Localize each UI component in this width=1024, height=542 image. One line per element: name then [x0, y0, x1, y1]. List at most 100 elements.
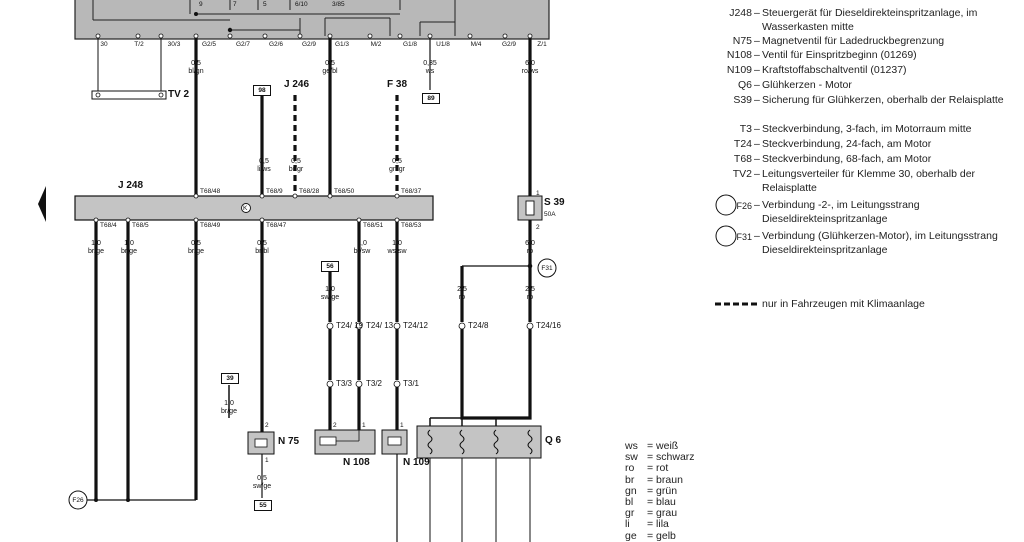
ac-note: nur in Fahrzeugen mit Klimaanlage — [762, 298, 925, 310]
k-symbol: K — [243, 205, 248, 212]
wire-color: ro/ws — [521, 68, 539, 75]
j246-label: J 246 — [284, 79, 310, 90]
legend-dash: – — [754, 230, 760, 242]
j248-pin: T68/51 — [363, 222, 384, 229]
legend: J248 – Steuergerät für Dieseldirekteinsp… — [700, 6, 1024, 276]
wire-color: br/sw — [353, 248, 371, 255]
legend-code: N109 — [726, 64, 752, 76]
pin-label: M/4 — [470, 41, 482, 48]
pin-label: G2/9 — [501, 41, 517, 48]
legend-desc: Magnetventil für Ladedruckbegrenzung — [762, 35, 945, 47]
f38-label: F 38 — [387, 79, 408, 90]
wire-color: ro — [526, 248, 534, 255]
legend-code: J248 — [729, 7, 752, 19]
s39-rating: 50A — [544, 211, 556, 218]
ref-box: 98 — [253, 85, 271, 96]
connector-label: T24/16 — [536, 321, 561, 330]
wire-size: 1,0 — [124, 240, 134, 247]
wire-color: gn/gr — [389, 166, 405, 173]
pin-number: 1 — [400, 422, 404, 429]
wire-size: 0,5 — [257, 475, 267, 482]
wire-color: ws — [425, 68, 435, 75]
wire-color: ro — [526, 294, 534, 301]
wire-color: br/ge — [88, 248, 104, 255]
n109-label: N 109 — [403, 457, 430, 468]
color-code-item: ge= gelb — [625, 529, 676, 542]
legend-code: T3 — [739, 123, 752, 135]
pin-label: 30/3 — [167, 41, 181, 48]
wire-size: 1,0 — [392, 240, 402, 247]
color-code-list: ws= weiß sw= schwarz ro= rot br= braun g… — [625, 440, 695, 542]
relay-label: 7 — [233, 1, 237, 8]
legend-dash: – — [754, 79, 760, 91]
j248-pin: T68/28 — [299, 188, 320, 195]
connector-label: T24/ 13 — [366, 321, 394, 330]
j248-pin: T68/5 — [132, 222, 149, 229]
legend-desc: Verbindung -2-, im Leitungsstrang Diesel… — [762, 199, 920, 225]
color-code-item: ws= weiß — [625, 440, 679, 452]
j248-pin: T68/48 — [200, 188, 221, 195]
color-code-item: br= braun — [625, 473, 683, 486]
wire-size: 1,0 — [91, 240, 101, 247]
legend-dash: – — [754, 199, 760, 211]
j248-pin: T68/50 — [334, 188, 355, 195]
connector-label: T3/3 — [336, 379, 353, 388]
ref-box: 39 — [221, 373, 239, 384]
wire-size: 1,0 — [357, 240, 367, 247]
ref-box: 55 — [254, 500, 272, 511]
pin-label: G2/6 — [268, 41, 284, 48]
legend-dash: – — [754, 49, 760, 61]
legend-code: F26 — [736, 201, 752, 211]
s39-label: S 39 — [544, 197, 565, 208]
color-code-item: gr= grau — [625, 507, 678, 520]
wire-size: 0,35 — [423, 60, 437, 67]
legend-desc: Glühkerzen - Motor — [762, 79, 852, 91]
j248-pin: T68/47 — [266, 222, 287, 229]
wire-color: bl/gn — [188, 68, 204, 75]
legend-dash: – — [754, 7, 760, 19]
wire-size: 6,0 — [525, 60, 535, 67]
connector-label: T3/2 — [366, 379, 383, 388]
legend-dash: – — [754, 64, 760, 76]
legend-dash: – — [754, 123, 760, 135]
pin-number: 2 — [536, 224, 540, 231]
legend-desc: Leitungsverteiler für Klemme 30, oberhal… — [762, 168, 976, 194]
wire-color: br/bl — [255, 248, 269, 255]
q6-label: Q 6 — [545, 435, 562, 446]
n108-label: N 108 — [343, 457, 370, 468]
connector-label: T24/12 — [403, 321, 428, 330]
f31-label: F31 — [541, 265, 553, 272]
pin-label: G2/7 — [235, 41, 251, 48]
legend-desc: Sicherung für Glühkerzen, oberhalb der R… — [762, 94, 1004, 106]
j248-pin: T68/9 — [266, 188, 283, 195]
j248-label: J 248 — [118, 180, 144, 191]
wire-size: 0,5 — [392, 158, 402, 165]
pin-label: 30 — [100, 41, 108, 48]
legend-code: N75 — [732, 35, 752, 47]
wire-size: 6,0 — [525, 240, 535, 247]
pin-label: G1/3 — [334, 41, 350, 48]
pin-number: 1 — [536, 190, 540, 197]
pin-label: T/2 — [134, 41, 144, 48]
wire-color: sw/ge — [252, 483, 272, 490]
wire-color: li/ws — [257, 166, 271, 173]
legend-desc: Ventil für Einspritzbeginn (01269) — [762, 49, 917, 61]
j248-pin: T68/49 — [200, 222, 221, 229]
wire-color: ws/sw — [387, 248, 407, 255]
ref-box: 56 — [321, 261, 339, 272]
wire-color: br/ge — [221, 408, 237, 415]
wire-size: 0,5 — [191, 240, 201, 247]
ref-box: 89 — [422, 93, 440, 104]
legend-desc: Steckverbindung, 24-fach, am Motor — [762, 138, 932, 150]
legend-code: T24 — [733, 138, 752, 150]
j248-pin: T68/37 — [401, 188, 422, 195]
wire-color: ro — [458, 294, 466, 301]
j248-pin: T68/4 — [100, 222, 117, 229]
color-code-item: ro= rot — [625, 462, 669, 475]
legend-code: TV2 — [732, 168, 752, 180]
pin-label: G2/9 — [301, 41, 317, 48]
pin-label: G2/5 — [201, 41, 217, 48]
legend-code: Q6 — [737, 79, 752, 91]
relay-label: 9 — [199, 1, 203, 8]
